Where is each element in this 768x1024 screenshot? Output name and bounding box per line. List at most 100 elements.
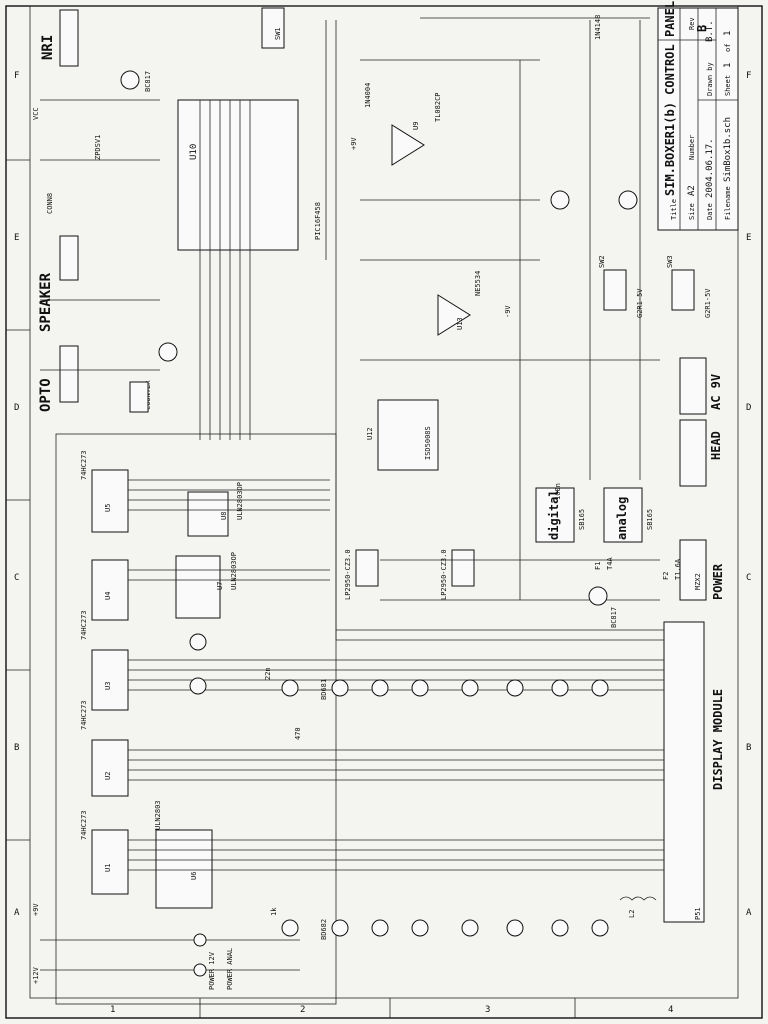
u15-part: LP2950-CZ3.0 bbox=[440, 549, 448, 600]
grid-row-f: F bbox=[14, 71, 19, 81]
t16a-label: T1.6A bbox=[674, 558, 682, 580]
grid-row-c: C bbox=[14, 573, 19, 583]
u11-part: LP2950-CZ3.0 bbox=[344, 549, 352, 600]
u10-chip bbox=[177, 99, 299, 251]
u11-regulator bbox=[355, 549, 379, 587]
u15-regulator bbox=[451, 549, 475, 587]
d10-bridge bbox=[535, 487, 575, 543]
u5-ref: U5 bbox=[104, 504, 112, 512]
filename-label: Filename bbox=[724, 186, 732, 220]
power-label: POWER bbox=[711, 563, 725, 600]
l2-label: L2 bbox=[628, 910, 636, 918]
ac9v-label: AC 9V bbox=[709, 374, 723, 410]
c22n-label: 22n bbox=[264, 667, 272, 680]
u10-ref: U10 bbox=[189, 144, 199, 160]
d14-part: SB165 bbox=[646, 509, 654, 530]
u2-ref: U2 bbox=[104, 772, 112, 780]
head-connector bbox=[679, 419, 707, 487]
nri-connector bbox=[59, 9, 79, 67]
conn8-label: CONN8 bbox=[46, 193, 54, 214]
grid-row-b: B bbox=[14, 743, 19, 753]
g2r-sw2-label: G2R1-5V bbox=[636, 288, 644, 318]
vcc-label: VCC bbox=[32, 107, 40, 120]
head-label: HEAD bbox=[709, 431, 723, 460]
grid-row-a: A bbox=[14, 908, 20, 918]
grid-row-d-right: D bbox=[746, 403, 751, 413]
grid-row-c-right: C bbox=[746, 573, 751, 583]
display-module-connector bbox=[663, 621, 705, 923]
g2r-sw3-label: G2R1-5V bbox=[704, 288, 712, 318]
opto-connector bbox=[59, 345, 79, 403]
u2-chip bbox=[91, 739, 129, 797]
poweranal-led bbox=[193, 963, 207, 977]
u8-part: ULN2803OP bbox=[236, 482, 244, 520]
t4a-label: T4A bbox=[606, 557, 614, 570]
u1-chip bbox=[91, 829, 129, 895]
bc817-q21-label: BC817 bbox=[610, 607, 618, 628]
u12-ref: U12 bbox=[366, 427, 374, 440]
of-label: of bbox=[724, 44, 732, 52]
counter-connector bbox=[129, 381, 149, 413]
p9v-u9-label: +9V bbox=[350, 137, 358, 150]
u6-ref: U6 bbox=[190, 872, 198, 880]
grid-col-2: 2 bbox=[300, 1005, 305, 1015]
sw1-relay bbox=[261, 7, 285, 49]
u7-part: ULN2803OP bbox=[230, 552, 238, 590]
transistor-row-lower bbox=[281, 919, 609, 937]
sw1-label: SW1 bbox=[274, 27, 282, 40]
sheet-label: Sheet bbox=[724, 75, 732, 96]
mzx2-label: MZX2 bbox=[694, 573, 702, 590]
f1-label: F1 bbox=[594, 562, 602, 570]
grid-row-e-right: E bbox=[746, 233, 751, 243]
u13-ref: U13 bbox=[456, 317, 464, 330]
speaker-label: SPEAKER bbox=[38, 272, 54, 332]
u1-ref: U1 bbox=[104, 864, 112, 872]
q15-transistor bbox=[550, 190, 570, 210]
d14-label: analog bbox=[615, 497, 629, 540]
u12-chip bbox=[377, 399, 439, 471]
u4-part: 74HC273 bbox=[80, 610, 88, 640]
l2-inductor bbox=[619, 896, 657, 901]
ac9v-connector bbox=[679, 357, 707, 415]
q1-transistor bbox=[120, 70, 140, 90]
in4004-label: 1N4004 bbox=[364, 83, 372, 108]
display-module-label: DISPLAY MODULE bbox=[711, 689, 725, 790]
u3-ref: U3 bbox=[104, 682, 112, 690]
grid-col-3: 3 bbox=[485, 1005, 490, 1015]
u9-part: TL082CP bbox=[434, 92, 442, 122]
drawn-value: B.T. bbox=[705, 20, 715, 42]
u13-part: NE5534 bbox=[474, 271, 482, 296]
title-text: SIM.BOXER1(b) CONTROL PANEL bbox=[663, 1, 677, 196]
u6-chip bbox=[155, 829, 213, 909]
grid-col-1: 1 bbox=[110, 1005, 115, 1015]
m9v-label: -9V bbox=[504, 305, 512, 318]
rev-value: B bbox=[695, 25, 709, 32]
d14-bridge bbox=[603, 487, 643, 543]
bd682-label: BD682 bbox=[320, 919, 328, 940]
bc817-label: BC817 bbox=[144, 71, 152, 92]
power12v-label: POWER 12V bbox=[208, 951, 216, 990]
title-label: Title bbox=[670, 199, 678, 220]
size-value: A2 bbox=[687, 185, 697, 196]
q21-transistor bbox=[588, 586, 608, 606]
u4-ref: U4 bbox=[104, 592, 112, 600]
power-connector bbox=[679, 539, 707, 601]
q20-transistor bbox=[618, 190, 638, 210]
u3-part: 74HC273 bbox=[80, 700, 88, 730]
u10-part: PIC16F458 bbox=[314, 202, 322, 240]
p51-label: P51 bbox=[694, 907, 702, 920]
conn8-connector bbox=[59, 235, 79, 281]
u6-part: ULN2803 bbox=[154, 800, 162, 830]
u2-part: 74HC273 bbox=[80, 810, 88, 840]
inner-border bbox=[29, 5, 739, 999]
u9-ref: U9 bbox=[412, 122, 420, 130]
sw2-relay bbox=[603, 269, 627, 311]
opto-label: OPTO bbox=[38, 378, 54, 412]
u8-ref: U8 bbox=[220, 512, 228, 520]
of-value: 1 bbox=[723, 31, 733, 36]
p12v-label: +12V bbox=[32, 966, 40, 984]
date-label: Date bbox=[706, 203, 714, 220]
u4-chip bbox=[91, 559, 129, 621]
u7-chip bbox=[175, 555, 221, 619]
